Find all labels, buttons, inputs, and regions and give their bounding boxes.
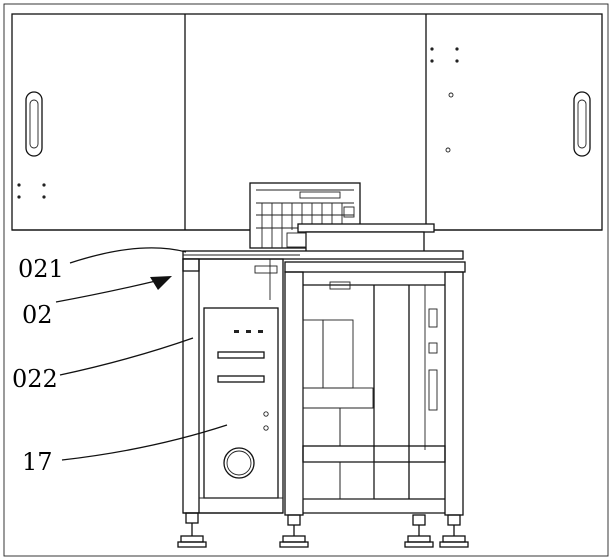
left-door-handle-inner — [29, 99, 39, 149]
left-door-holes — [17, 183, 46, 199]
foot-2 — [279, 514, 309, 548]
leader-line-021 — [69, 247, 187, 264]
label-021: 021 — [18, 255, 64, 283]
image-border — [3, 3, 609, 557]
label-17: 17 — [22, 448, 53, 476]
central-mechanism — [249, 182, 435, 257]
leader-line-022 — [59, 337, 194, 376]
label-02: 02 — [22, 301, 53, 329]
left-cabinet-022 — [182, 258, 284, 514]
fan-vent — [223, 447, 255, 479]
right-frame — [284, 261, 466, 516]
leader-line-17 — [61, 424, 228, 461]
foot-3 — [404, 514, 434, 548]
right-door-holes — [430, 47, 459, 153]
left-door-handle — [25, 91, 43, 157]
right-frame-right-post — [444, 271, 464, 516]
right-frame-left-post — [284, 271, 304, 516]
right-door-handle — [573, 91, 591, 157]
leader-line-02 — [55, 279, 161, 303]
drive-bay-2 — [217, 375, 265, 383]
arrowhead-02 — [150, 276, 172, 290]
upper-tray — [297, 223, 435, 233]
foot-4 — [439, 514, 469, 548]
left-cabinet-frame — [182, 258, 284, 514]
drive-bay-1 — [217, 351, 265, 359]
foot-1 — [177, 512, 207, 548]
label-022: 022 — [12, 365, 58, 393]
computer-case-17 — [203, 307, 279, 499]
right-door-handle-inner — [577, 99, 587, 149]
leveling-feet — [177, 512, 469, 548]
